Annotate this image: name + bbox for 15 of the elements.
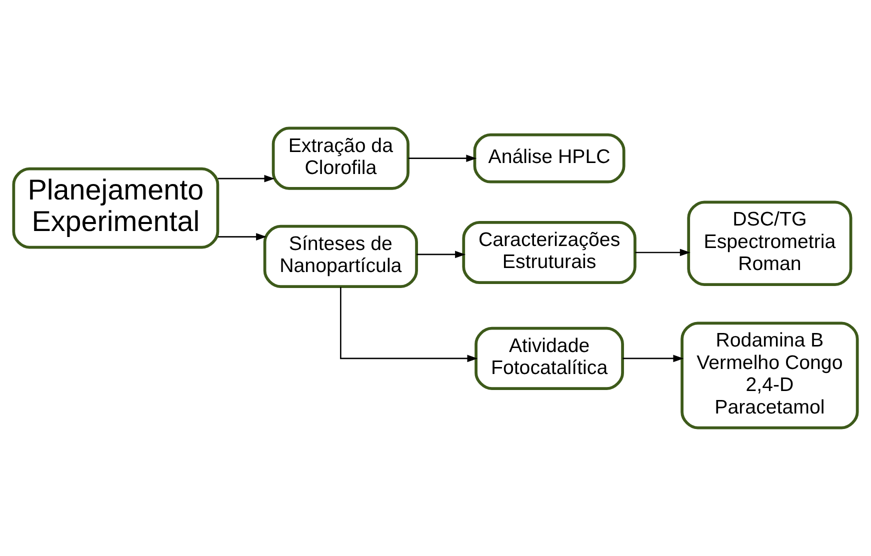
arrow: [340, 287, 478, 362]
arrow: [408, 154, 477, 162]
node-box: Planejamento Experimental: [12, 167, 220, 249]
node-box: Extração da Clorofila: [272, 126, 410, 190]
arrow: [218, 174, 275, 182]
node-box: Sínteses de Nanopartícula: [263, 224, 418, 288]
arrow: [635, 248, 690, 256]
node-box: Análise HPLC: [473, 133, 626, 184]
node-box: Atividade Fotocatalítica: [474, 326, 624, 390]
arrow: [218, 233, 267, 240]
node-box: Caracterizações Estruturais: [462, 220, 636, 284]
node-box: DSC/TG Espectrometria Roman: [687, 200, 852, 286]
node-box: Rodamina B Vermelho Congo 2,4-D Paracetamol: [680, 322, 859, 430]
arrow: [622, 354, 684, 362]
arrow: [416, 250, 466, 258]
